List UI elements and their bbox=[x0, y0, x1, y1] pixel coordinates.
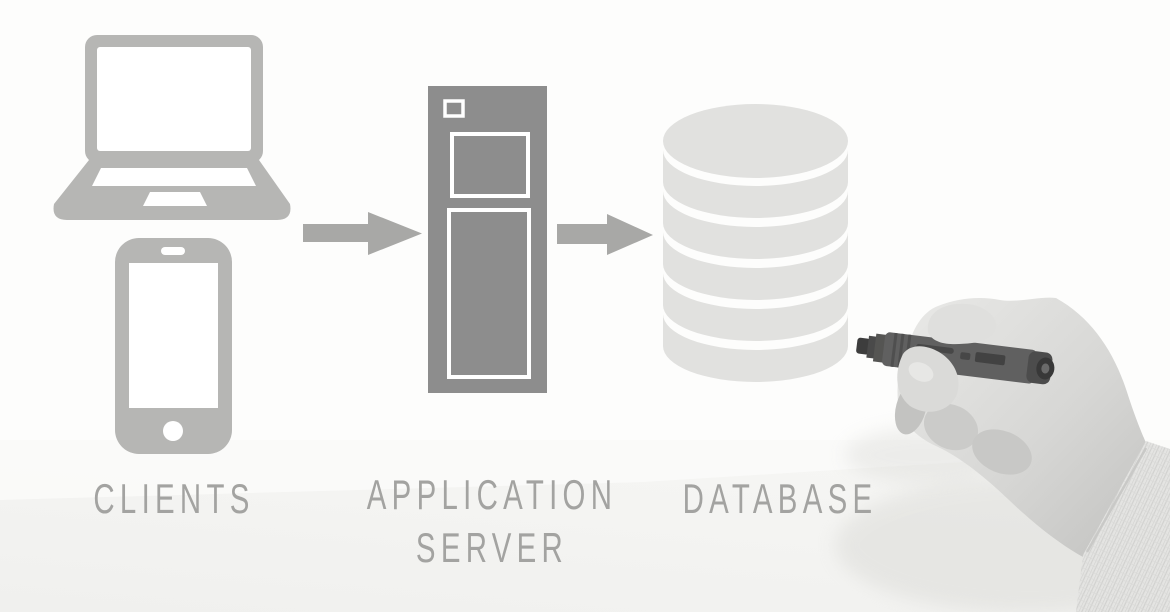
database-cylinder-icon bbox=[663, 104, 848, 383]
cuff-seam bbox=[1085, 447, 1148, 553]
server-tower-icon bbox=[428, 86, 547, 393]
arrow-server-to-database-icon bbox=[557, 214, 653, 255]
arrow-clients-to-server-icon bbox=[303, 212, 422, 255]
label-application-server-line1: APPLICATION bbox=[366, 471, 618, 518]
smartphone-icon bbox=[115, 238, 232, 454]
label-clients: CLIENTS bbox=[93, 475, 255, 522]
thumbnail bbox=[908, 362, 934, 382]
marker-pen-icon bbox=[856, 332, 1055, 385]
index-finger bbox=[927, 303, 997, 345]
label-application-server-line2: SERVER bbox=[415, 524, 569, 571]
shirt-cuff bbox=[1076, 441, 1170, 612]
laptop-icon bbox=[53, 35, 291, 220]
label-database: DATABASE bbox=[682, 475, 878, 522]
hand-holding-marker-pen bbox=[835, 297, 1170, 612]
